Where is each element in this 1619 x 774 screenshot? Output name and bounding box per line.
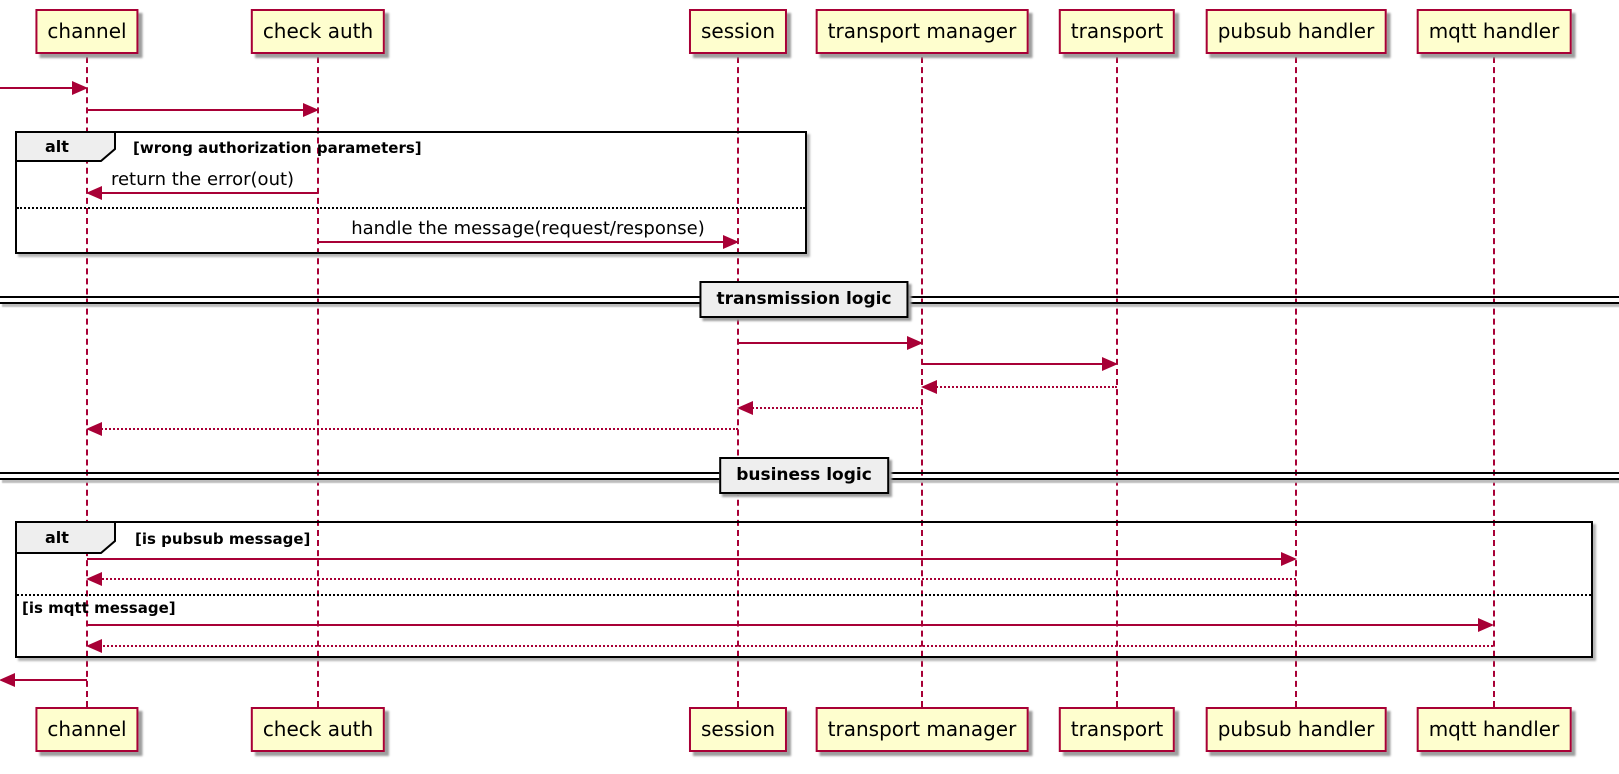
message-arrow-session-return: [86, 422, 738, 436]
participant-bottom-mqtt-handler: mqtt handler: [1416, 707, 1572, 752]
lifeline-transport: [1116, 57, 1118, 707]
alt-frame-authorization: alt [wrong authorization parameters]: [15, 131, 807, 254]
alt-operator-label: alt: [45, 528, 69, 547]
message-arrow-mqtt-return: [86, 639, 1493, 653]
arrowhead-left-icon: [0, 673, 15, 687]
lifeline-check-auth: [317, 57, 319, 707]
participant-top-transport: transport: [1058, 9, 1176, 54]
message-arrow-channel-to-mqtt: [87, 618, 1494, 632]
message-arrow-return-error: return the error(out): [86, 169, 318, 200]
arrowhead-left-icon: [921, 380, 937, 394]
lifeline-session: [737, 57, 739, 707]
message-line: [7, 679, 87, 681]
message-line: [318, 241, 731, 243]
message-line: [922, 363, 1110, 365]
participant-bottom-pubsub-handler: pubsub handler: [1205, 707, 1387, 752]
lifeline-pubsub-handler: [1295, 57, 1297, 707]
arrowhead-right-icon: [72, 81, 88, 95]
participant-top-session: session: [688, 9, 788, 54]
alt-else-separator: [17, 207, 805, 209]
message-line: [94, 428, 738, 430]
message-arrow-tm-return: [737, 401, 922, 415]
message-arrow-channel-to-check-auth: [87, 103, 319, 117]
message-line: [87, 109, 311, 111]
lifeline-channel: [86, 57, 88, 707]
participant-bottom-transport-manager: transport manager: [815, 707, 1029, 752]
message-arrow-session-to-tm: [738, 336, 923, 350]
message-label: return the error(out): [110, 169, 295, 190]
arrowhead-right-icon: [303, 103, 319, 117]
message-line: [0, 87, 80, 89]
arrowhead-left-icon: [86, 422, 102, 436]
alt-else-separator: [17, 594, 1591, 596]
arrowhead-right-icon: [1102, 357, 1118, 371]
arrowhead-right-icon: [907, 336, 923, 350]
condition-wrong-authorization: [wrong authorization parameters]: [133, 139, 422, 157]
message-line: [94, 645, 1493, 647]
message-arrow-handle-message: handle the message(request/response): [318, 218, 739, 249]
message-line: [94, 192, 318, 194]
message-arrow-pubsub-return: [86, 572, 1296, 586]
arrowhead-right-icon: [1281, 552, 1297, 566]
alt-operator-tab: [17, 133, 116, 162]
alt-operator-tab: [17, 523, 116, 554]
arrowhead-left-icon: [86, 186, 102, 200]
participant-top-mqtt-handler: mqtt handler: [1416, 9, 1572, 54]
message-line: [94, 578, 1296, 580]
message-arrow-transport-return: [921, 380, 1117, 394]
condition-is-mqtt-message: [is mqtt message]: [22, 599, 176, 617]
participant-top-pubsub-handler: pubsub handler: [1205, 9, 1387, 54]
participant-top-transport-manager: transport manager: [815, 9, 1029, 54]
message-line: [738, 342, 915, 344]
message-line: [745, 407, 922, 409]
message-arrow-channel-to-pubsub: [87, 552, 1297, 566]
message-label: handle the message(request/response): [351, 218, 705, 239]
arrowhead-left-icon: [86, 572, 102, 586]
participant-bottom-check-auth: check auth: [250, 707, 386, 752]
alt-frame-message-type: alt [is pubsub message] [is mqtt message…: [15, 521, 1593, 658]
message-line: [87, 624, 1486, 626]
divider-label-business-logic: business logic: [719, 457, 889, 494]
participant-top-check-auth: check auth: [250, 9, 386, 54]
arrowhead-left-icon: [86, 639, 102, 653]
alt-operator-label: alt: [45, 137, 69, 156]
participant-top-channel: channel: [35, 9, 139, 54]
message-arrow-tm-to-transport: [922, 357, 1118, 371]
message-line: [87, 558, 1289, 560]
participant-bottom-transport: transport: [1058, 707, 1176, 752]
divider-label-transmission-logic: transmission logic: [699, 281, 909, 318]
arrowhead-right-icon: [1478, 618, 1494, 632]
message-arrow-in: [0, 81, 88, 95]
participant-bottom-session: session: [688, 707, 788, 752]
arrowhead-left-icon: [737, 401, 753, 415]
arrowhead-right-icon: [723, 235, 739, 249]
lifeline-mqtt-handler: [1493, 57, 1495, 707]
message-arrow-out: [0, 673, 87, 687]
message-line: [929, 386, 1117, 388]
condition-is-pubsub-message: [is pubsub message]: [135, 530, 311, 548]
participant-bottom-channel: channel: [35, 707, 139, 752]
